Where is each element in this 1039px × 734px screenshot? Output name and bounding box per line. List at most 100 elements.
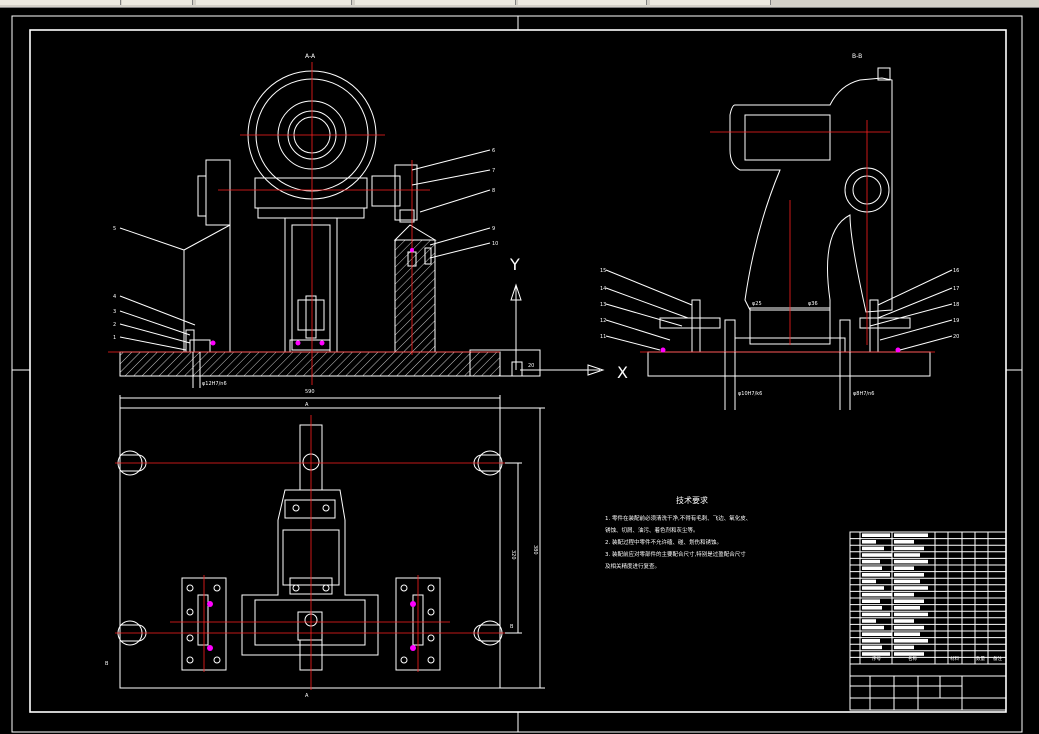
svg-text:17: 17 — [953, 286, 959, 292]
top-view: 590 320 380 A A B B — [105, 389, 545, 699]
bom-cell-text — [862, 625, 884, 630]
bom-cell-text — [862, 639, 880, 643]
svg-text:3. 装配前应对零部件的主要配合尺寸,特别是过盈配合尺寸: 3. 装配前应对零部件的主要配合尺寸,特别是过盈配合尺寸 — [605, 550, 746, 558]
application-toolbar-strip — [0, 0, 1039, 8]
toolbar-segment[interactable] — [122, 0, 193, 5]
svg-text:19: 19 — [953, 318, 959, 324]
svg-text:φ12H7/n6: φ12H7/n6 — [202, 381, 227, 387]
svg-text:锈蚀、切屑、油污、着色剂和灰尘等。: 锈蚀、切屑、油污、着色剂和灰尘等。 — [605, 526, 699, 534]
bom-cell-text — [862, 540, 876, 544]
svg-text:φ10H7/k6: φ10H7/k6 — [738, 391, 762, 397]
svg-text:8: 8 — [492, 188, 495, 194]
svg-text:7: 7 — [492, 168, 495, 174]
svg-text:6: 6 — [492, 148, 495, 154]
bom-cell-text — [862, 566, 882, 570]
svg-text:20: 20 — [953, 334, 959, 340]
toolbar-segment[interactable] — [196, 0, 352, 5]
bom-cell-text — [862, 586, 884, 590]
bom-cell-text — [894, 566, 914, 570]
svg-text:A: A — [305, 402, 309, 408]
svg-text:380: 380 — [532, 545, 538, 555]
bom-cell-text — [894, 579, 920, 584]
svg-text:10: 10 — [492, 241, 498, 247]
toolbar-segment[interactable] — [518, 0, 647, 5]
svg-text:5: 5 — [113, 226, 116, 232]
toolbar-segment[interactable] — [650, 0, 771, 5]
svg-text:12: 12 — [600, 318, 606, 324]
bom-cell-text — [894, 586, 928, 590]
bom-cell-text — [862, 553, 892, 557]
bom-cell-text — [862, 606, 882, 610]
bom-cell-text — [862, 573, 890, 577]
svg-text:11: 11 — [600, 334, 606, 340]
bom-cell-text — [862, 652, 890, 656]
view-label-b: B-B — [852, 53, 862, 60]
bom-cell-text — [894, 540, 914, 544]
front-view: A-A — [108, 53, 628, 388]
svg-text:材料: 材料 — [950, 655, 959, 662]
axis-x-label: X — [617, 363, 628, 382]
toolbar-segment[interactable] — [355, 0, 516, 5]
svg-text:14: 14 — [600, 286, 606, 292]
bom-cell-text — [894, 639, 928, 643]
svg-text:A: A — [305, 693, 309, 699]
bom-cell-text — [894, 592, 914, 597]
svg-text:16: 16 — [953, 268, 959, 274]
toolbar-segment[interactable] — [0, 0, 121, 5]
svg-text:13: 13 — [600, 302, 606, 308]
bom-cell-text — [862, 612, 890, 617]
svg-text:4: 4 — [113, 294, 116, 300]
svg-text:B: B — [510, 624, 514, 630]
svg-text:φ25: φ25 — [752, 301, 762, 307]
svg-text:名称: 名称 — [908, 655, 917, 662]
svg-text:3: 3 — [113, 309, 116, 315]
bom-cell-text — [894, 546, 924, 551]
svg-text:15: 15 — [600, 268, 606, 274]
bom-cell-text — [894, 612, 928, 617]
bom-cell-text — [894, 645, 914, 650]
svg-text:2: 2 — [113, 322, 116, 328]
bom-cell-text — [862, 645, 882, 650]
svg-text:备注: 备注 — [993, 655, 1002, 662]
bom-cell-text — [862, 632, 892, 636]
svg-text:20: 20 — [528, 363, 534, 369]
bom-cell-text — [894, 606, 920, 610]
bom-cell-text — [894, 553, 920, 557]
svg-text:2. 装配过程中零件不允许磕、碰、划伤和锈蚀。: 2. 装配过程中零件不允许磕、碰、划伤和锈蚀。 — [605, 538, 722, 546]
svg-text:序号: 序号 — [872, 655, 881, 662]
outer-frame — [11, 15, 1023, 733]
svg-text:18: 18 — [953, 302, 959, 308]
svg-text:φ8H7/n6: φ8H7/n6 — [853, 391, 874, 397]
bom-cell-text — [894, 625, 924, 630]
bom-cell-text — [894, 533, 928, 537]
bom-cell-text — [894, 573, 924, 577]
axis-y-label: Y — [509, 255, 520, 274]
svg-text:1. 零件在装配前必须清洗干净,不得有毛刺、飞边、氧化皮、: 1. 零件在装配前必须清洗干净,不得有毛刺、飞边、氧化皮、 — [605, 514, 751, 522]
bom-cell-text — [862, 599, 880, 603]
bom-cell-text — [862, 592, 892, 597]
bom-cell-text — [862, 546, 884, 551]
bom-cell-text — [894, 632, 920, 636]
scrollbar-area[interactable] — [1021, 8, 1039, 734]
svg-text:φ36: φ36 — [808, 301, 818, 307]
svg-text:9: 9 — [492, 226, 495, 232]
svg-text:590: 590 — [305, 389, 315, 395]
view-label-a: A-A — [305, 53, 316, 60]
notes-title: 技术要求 — [676, 495, 708, 505]
svg-text:数量: 数量 — [976, 655, 985, 662]
side-view: B-B 15 14 13 12 11 — [600, 53, 959, 410]
bom-cell-text — [862, 619, 876, 623]
svg-text:及相关精度进行复查。: 及相关精度进行复查。 — [605, 562, 660, 570]
svg-text:B: B — [105, 661, 109, 667]
bom-cell-text — [862, 533, 890, 537]
svg-text:1: 1 — [113, 335, 116, 341]
bom-cell-text — [862, 559, 880, 564]
technical-notes: 技术要求 1. 零件在装配前必须清洗干净,不得有毛刺、飞边、氧化皮、 锈蚀、切屑… — [605, 495, 751, 570]
bom-cell-text — [894, 559, 928, 564]
svg-text:320: 320 — [510, 550, 516, 560]
title-block: 序号 名称 材料 数量 备注 — [849, 531, 1007, 711]
bom-cell-text — [862, 579, 876, 584]
bom-cell-text — [894, 619, 914, 623]
bom-cell-text — [894, 599, 924, 603]
